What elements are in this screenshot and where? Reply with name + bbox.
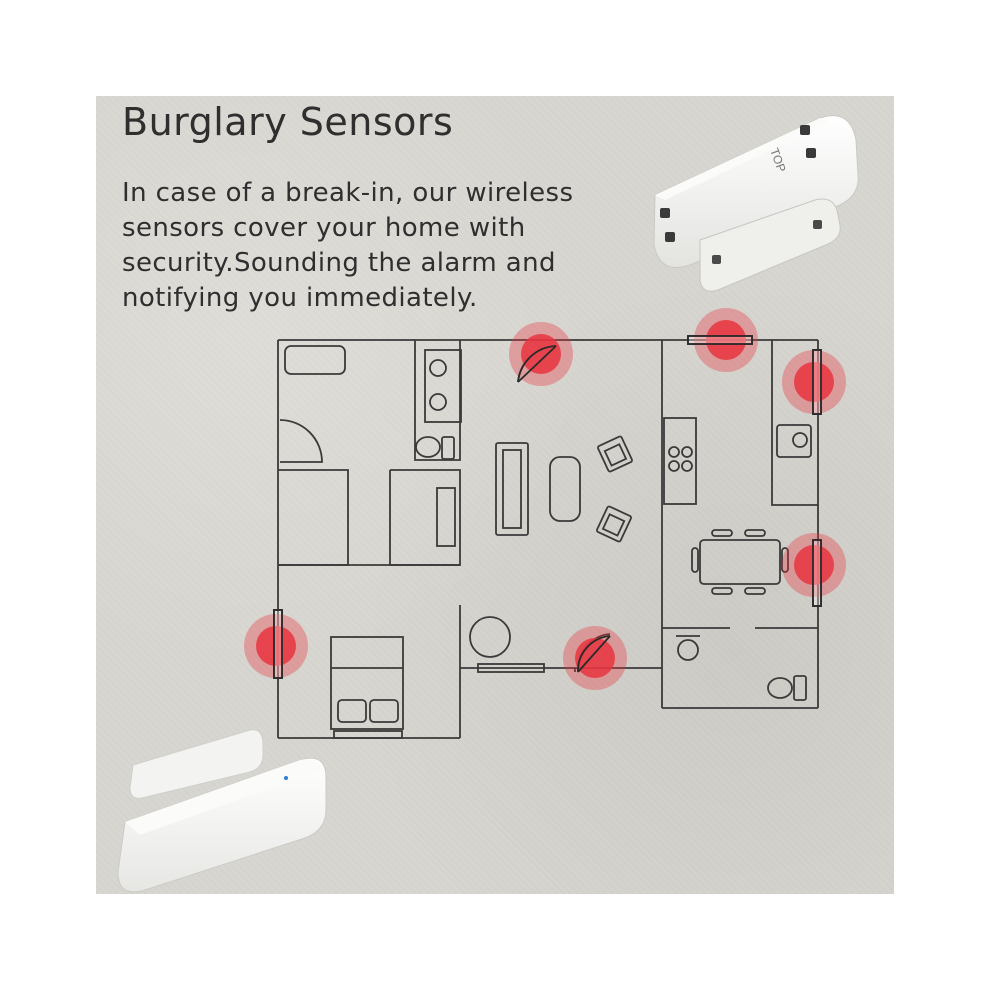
sensor-alert-marker [694, 308, 758, 372]
description: In case of a break-in, our wireless sens… [122, 176, 592, 316]
sensor-alert-marker [244, 614, 308, 678]
sensor-alert-marker [563, 626, 627, 690]
description-line: notifying you immediately. [122, 283, 478, 313]
sensor-alert-marker [782, 350, 846, 414]
page-title: Burglary Sensors [122, 100, 454, 144]
description-line: security.Sounding the alarm and [122, 248, 556, 278]
description-line: sensors cover your home with [122, 213, 526, 243]
description-line: In case of a break-in, our wireless [122, 178, 574, 208]
sensor-alert-marker [782, 533, 846, 597]
sensor-alert-marker [509, 322, 573, 386]
